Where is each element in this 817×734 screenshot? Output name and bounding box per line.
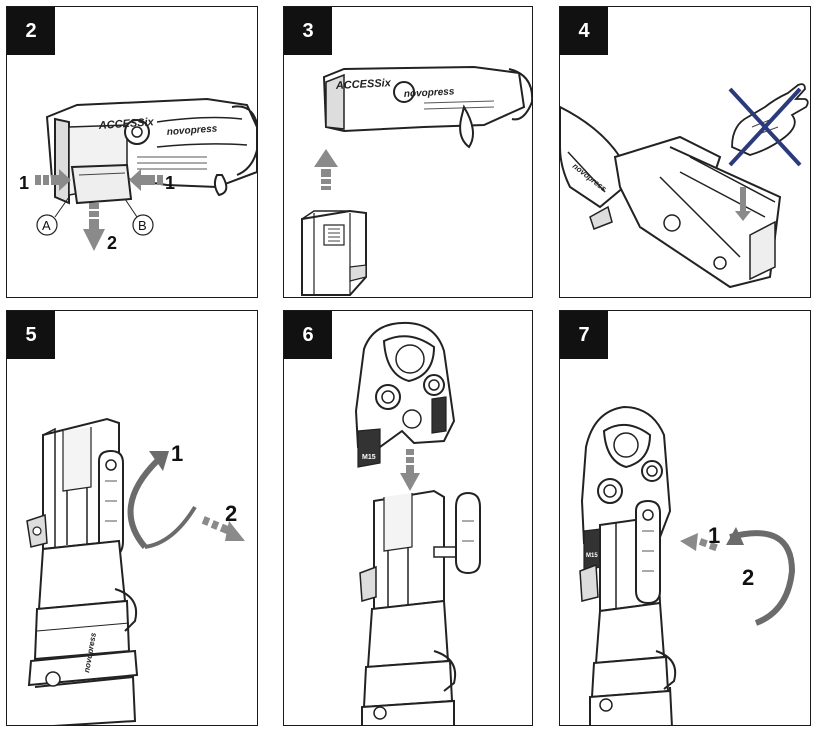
step-panel-2: 2 ACCESSix novopress — [6, 6, 258, 298]
brand-logo: ACCESSix — [335, 77, 392, 92]
brand-logo: ACCESSix — [97, 116, 155, 132]
callout-1-right: 1 — [165, 173, 175, 193]
step-number-badge: 7 — [560, 311, 608, 359]
battery-insertion-illustration: ACCESSix novopress — [301, 65, 532, 296]
model-logo: novopress — [166, 123, 218, 138]
step-number-badge: 4 — [560, 7, 608, 55]
step-panel-4: 4 novopress — [559, 6, 811, 298]
label-b: B — [138, 218, 147, 233]
insert-arrow-down — [400, 449, 420, 491]
insert-press-jaw-illustration: M15 — [354, 321, 481, 725]
step-panel-3: 3 ACCESSix novopress — [283, 6, 533, 298]
pull-arrow — [201, 516, 245, 541]
rotate-arrow — [726, 527, 796, 626]
model-logo: novopress — [404, 86, 456, 100]
battery-removal-illustration: ACCESSix novopress 1 1 2 A — [19, 97, 257, 253]
step-number-badge: 3 — [284, 7, 332, 55]
callout-1-rotate: 1 — [171, 441, 183, 466]
callout-2-rotate: 2 — [742, 565, 754, 590]
step-number-badge: 5 — [7, 311, 55, 359]
lock-press-jaw-illustration: M15 1 2 — [579, 405, 796, 725]
push-arrow — [680, 533, 718, 552]
prohibited-cross-icon — [728, 87, 802, 167]
push-arrow-right — [129, 169, 163, 191]
step-panel-6: 6 M15 — [283, 310, 533, 726]
step-number-badge: 6 — [284, 311, 332, 359]
step-panel-7: 7 M15 1 2 — [559, 310, 811, 726]
die-size-label: M15 — [586, 553, 598, 559]
pull-arrow-down — [83, 203, 105, 251]
callout-2-down: 2 — [107, 233, 117, 253]
callout-1-left: 1 — [19, 173, 29, 193]
push-arrow-left — [35, 169, 71, 191]
callout-1-push: 1 — [708, 523, 720, 548]
callout-2-pull: 2 — [225, 501, 237, 526]
jaw-open-do-not-touch-illustration: novopress — [560, 83, 809, 289]
rotate-arrow — [127, 451, 197, 549]
insert-arrow-up — [314, 149, 338, 190]
insertion-arrow-down — [735, 187, 751, 221]
step-panel-5: 5 novopress 1 — [6, 310, 258, 726]
label-a: A — [42, 218, 51, 233]
die-size-label: M15 — [362, 454, 376, 461]
open-locking-pin-illustration: novopress 1 2 — [26, 417, 245, 725]
step-number-badge: 2 — [7, 7, 55, 55]
